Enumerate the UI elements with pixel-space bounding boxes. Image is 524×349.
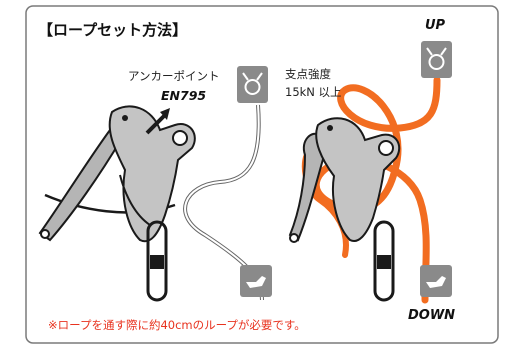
right-handle	[288, 132, 330, 242]
right-carabiner	[373, 220, 395, 302]
anchor-ring-icon	[237, 66, 268, 103]
left-carabiner	[146, 220, 168, 302]
up-label: UP	[425, 18, 446, 33]
standard-label: EN795	[161, 88, 207, 103]
down-label: DOWN	[408, 308, 456, 323]
arrow-icon	[145, 113, 167, 135]
strength-label-line2: 15kN 以上	[285, 85, 342, 99]
strength-label-line1: 支点強度	[285, 67, 331, 81]
hand-pull-icon-left	[240, 265, 272, 297]
hand-pull-icon-right	[420, 265, 452, 297]
page-title: 【ロープセット方法】	[38, 21, 188, 39]
anchor-point-label: アンカーポイント	[128, 69, 220, 83]
anchor-ring-icon-up	[421, 41, 452, 78]
loop-note: ※ロープを通す際に約40cmのループが必要です。	[48, 318, 306, 332]
